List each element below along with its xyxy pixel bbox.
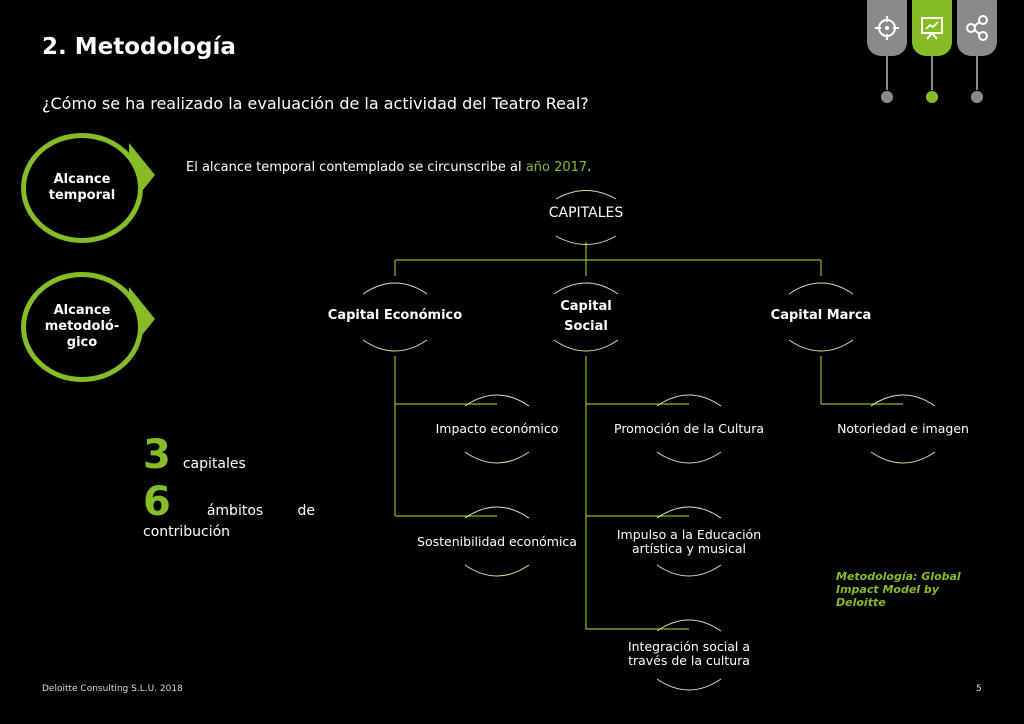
node-integracion-line-2: través de la cultura	[628, 653, 750, 668]
intro-highlight: año 2017	[525, 160, 588, 175]
alcance-metodologico-label-3: gico	[66, 335, 98, 350]
presentation-icon	[921, 17, 943, 40]
stat-ambitos-label-c: contribución	[143, 524, 231, 540]
nav-tab-share[interactable]	[957, 0, 997, 56]
stat-capitales: 3 capitales	[143, 433, 246, 477]
node-capital-economico: Capital Económico	[327, 308, 463, 323]
nav-dot-1[interactable]	[880, 90, 894, 104]
nav-stem-2	[931, 56, 933, 96]
nav-stem-3	[976, 56, 978, 96]
alcance-temporal-label-1: Alcance	[53, 172, 111, 187]
stat-capitales-number: 3	[143, 432, 171, 478]
node-integracion-line-1: Integración social a	[627, 639, 751, 654]
alcance-temporal-circle: Alcance temporal	[21, 133, 143, 243]
alcance-temporal-label-2: temporal	[48, 188, 116, 203]
note-line-1: Metodología: Global	[836, 570, 961, 583]
target-icon	[875, 16, 899, 40]
alcance-metodologico-circle: Alcance metodoló- gico	[21, 272, 143, 382]
nav-dot-2[interactable]	[925, 90, 939, 104]
alcance-temporal-text: El alcance temporal contemplado se circu…	[186, 160, 591, 175]
methodology-note: Metodología: Global Impact Model by Delo…	[836, 570, 961, 609]
share-icon	[966, 15, 988, 41]
nav-tab-target[interactable]	[867, 0, 907, 56]
node-capital-social-line-1: Capital	[560, 299, 612, 314]
node-impulso-educacion: Impulso a la Educación artística y music…	[604, 528, 774, 556]
node-notoriedad-imagen: Notoriedad e imagen	[837, 421, 969, 436]
footer-page-number: 5	[976, 684, 982, 694]
node-impulso-line-1: Impulso a la Educación	[616, 527, 762, 542]
alcance-metodologico-label-2: metodoló-	[44, 319, 120, 334]
nav-stem-1	[886, 56, 888, 96]
node-capital-social-line-2: Social	[564, 319, 608, 334]
node-sostenibilidad-economica: Sostenibilidad económica	[417, 534, 577, 549]
stat-ambitos: 6 ámbitos de	[143, 480, 315, 524]
node-impacto-economico: Impacto económico	[435, 421, 559, 436]
node-capital-social: Capital Social	[526, 297, 646, 337]
node-integracion-social: Integración social a través de la cultur…	[604, 640, 774, 668]
stat-capitales-label: capitales	[182, 456, 246, 472]
intro-prefix: El alcance temporal contemplado se circu…	[186, 160, 526, 175]
intro-suffix: .	[587, 160, 592, 175]
footer-company: Deloitte Consulting S.L.U. 2018	[42, 684, 183, 694]
page-subtitle: ¿Cómo se ha realizado la evaluación de l…	[42, 94, 589, 113]
node-impulso-line-2: artística y musical	[631, 541, 747, 556]
nav-dot-3[interactable]	[970, 90, 984, 104]
node-capital-marca: Capital Marca	[770, 308, 872, 323]
tree-root: CAPITALES	[548, 205, 624, 221]
nav-tab-presentation[interactable]	[912, 0, 952, 56]
page-title: 2. Metodología	[42, 34, 236, 60]
alcance-metodologico-label-1: Alcance	[53, 303, 111, 318]
stat-ambitos-label-a: ámbitos	[206, 503, 264, 519]
stat-ambitos-number: 6	[143, 479, 171, 525]
note-line-3: Deloitte	[836, 596, 886, 609]
note-line-2: Impact Model by	[836, 583, 939, 596]
node-promocion-cultura: Promoción de la Cultura	[614, 421, 764, 436]
stat-ambitos-label-b: de	[297, 503, 316, 519]
